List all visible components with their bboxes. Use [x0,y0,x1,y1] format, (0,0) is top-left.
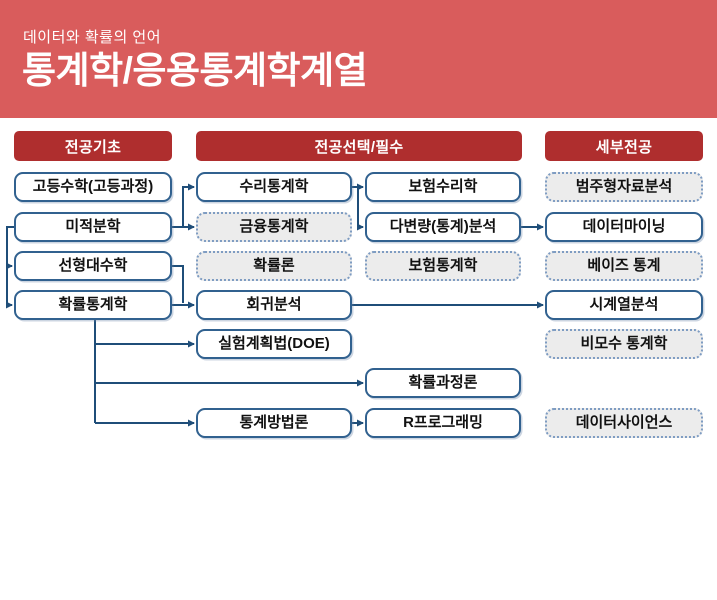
node-insurance-stat: 보험통계학 [365,251,521,281]
column-header-major-electives: 전공선택/필수 [196,131,522,161]
node-fin-statistics: 금융통계학 [196,212,352,242]
node-stochastic-proc: 확률과정론 [365,368,521,398]
node-data-science: 데이터사이언스 [545,408,703,438]
edge-math-stat-to-multivariate [357,187,364,231]
node-nonparametric: 비모수 통계학 [545,329,703,359]
node-bayesian-stat: 베이즈 통계 [545,251,703,281]
banner-subtitle: 데이터와 확률의 언어 [23,29,162,46]
edge-calculus-to-linear-algebra [6,226,14,270]
node-prob-statistics: 확률통계학 [14,290,172,320]
node-data-mining: 데이터마이닝 [545,212,703,242]
node-multivariate: 다변량(통계)분석 [365,212,521,242]
node-time-series: 시계열분석 [545,290,703,320]
column-header-major-basics: 전공기초 [14,131,172,161]
node-calculus: 미적분학 [14,212,172,242]
node-actuarial-math: 보험수리학 [365,172,521,202]
edge-calculus-to-prob-statistics [6,266,13,309]
node-prob-theory: 확률론 [196,251,352,281]
node-doe: 실험계획법(DOE) [196,329,352,359]
node-math-statistics: 수리통계학 [196,172,352,202]
node-highschool-math: 고등수학(고등과정) [14,172,172,202]
node-stat-methodology: 통계방법론 [196,408,352,438]
edge-calculus-to-math-statistics [172,183,195,228]
edge-linear-algebra-to-regression [172,265,184,303]
header-banner: 데이터와 확률의 언어 통계학/응용통계학계열 [0,0,717,118]
node-regression: 회귀분석 [196,290,352,320]
node-categorical: 범주형자료분석 [545,172,703,202]
node-linear-algebra: 선형대수학 [14,251,172,281]
node-r-programming: R프로그래밍 [365,408,521,438]
column-header-specialization: 세부전공 [545,131,703,161]
page-title: 통계학/응용통계학계열 [22,50,368,91]
